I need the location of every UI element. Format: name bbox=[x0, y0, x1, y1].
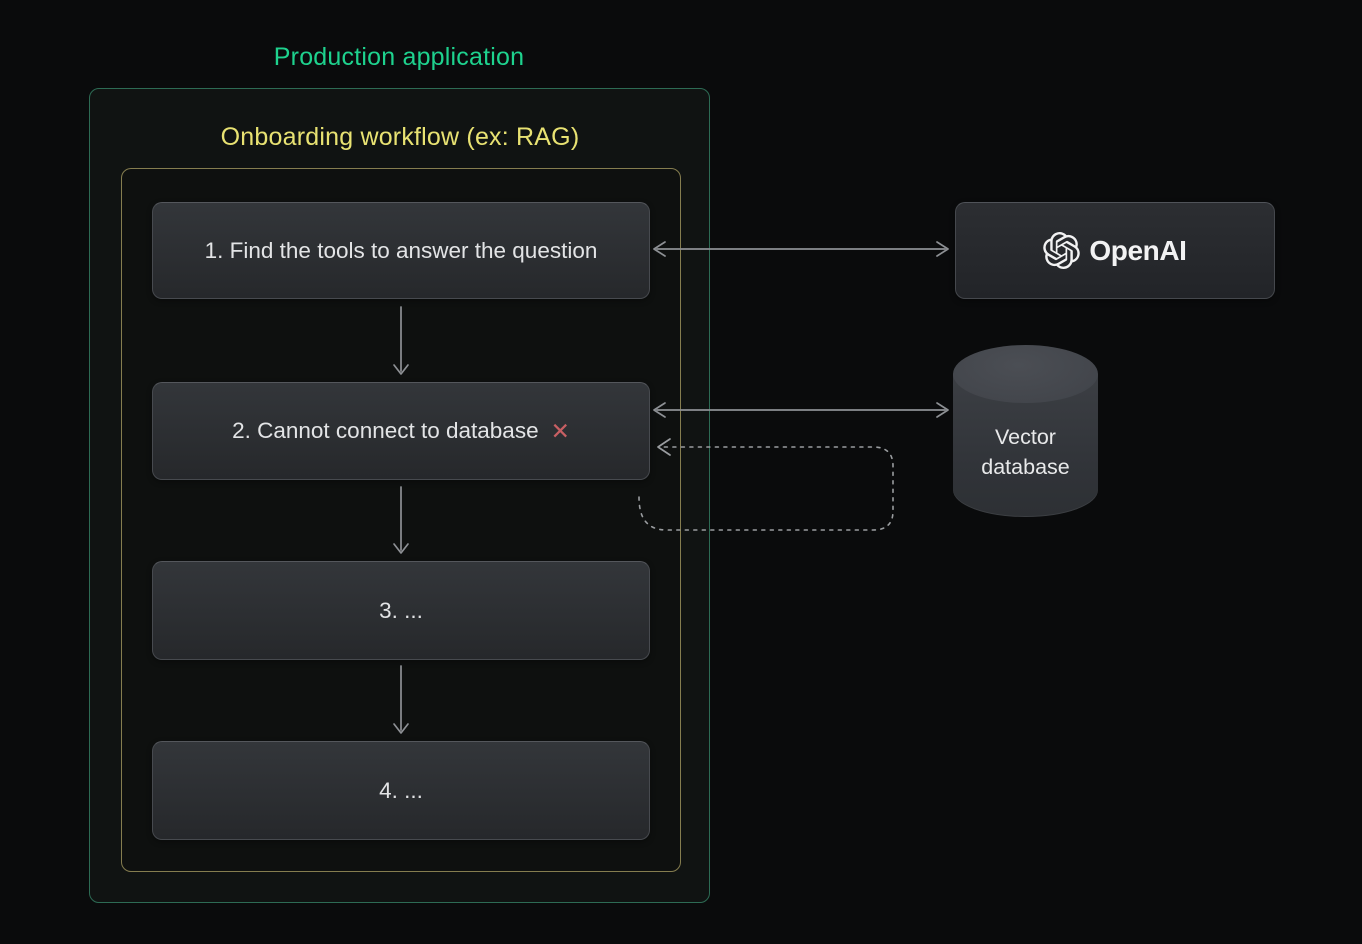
openai-node: OpenAI bbox=[955, 202, 1275, 299]
step-3-label: 3. ... bbox=[379, 597, 423, 623]
database-cylinder-top-icon bbox=[953, 345, 1098, 403]
openai-label: OpenAI bbox=[1089, 234, 1187, 266]
step-1-node: 1. Find the tools to answer the question bbox=[152, 202, 650, 299]
step-4-label: 4. ... bbox=[379, 777, 423, 803]
error-x-icon: ✕ bbox=[550, 417, 570, 444]
vector-database-label: Vector database bbox=[981, 425, 1070, 479]
step-4-node: 4. ... bbox=[152, 741, 650, 840]
step-2-label: 2. Cannot connect to database bbox=[232, 418, 539, 443]
openai-logo-icon bbox=[1043, 232, 1081, 269]
vector-database-node: Vector database bbox=[953, 345, 1098, 517]
step-2-node: 2. Cannot connect to database ✕ bbox=[152, 382, 650, 480]
step-1-label: 1. Find the tools to answer the question bbox=[204, 237, 598, 263]
production-application-title: Production application bbox=[273, 42, 525, 71]
step-3-node: 3. ... bbox=[152, 561, 650, 660]
onboarding-workflow-title: Onboarding workflow (ex: RAG) bbox=[220, 122, 580, 151]
